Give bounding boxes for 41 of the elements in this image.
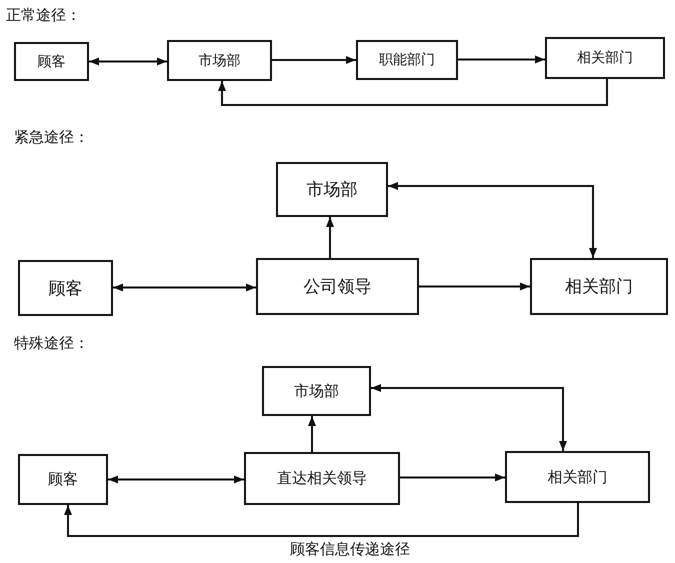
- arrow: [400, 474, 505, 482]
- box-label: 顾客: [48, 470, 78, 489]
- box-label: 直达相关领导: [277, 469, 367, 488]
- process-box: [530, 258, 668, 315]
- arrow: [113, 284, 256, 292]
- arrow: [272, 56, 356, 64]
- box-label: 公司领导: [304, 276, 372, 298]
- arrow: [458, 56, 545, 64]
- arrow: [218, 79, 608, 106]
- arrow: [419, 282, 530, 290]
- process-box: [505, 451, 650, 503]
- caption-text: 顾客信息传递途径: [290, 540, 410, 559]
- box-label: 市场部: [198, 52, 240, 70]
- box-label: 顾客: [38, 52, 66, 70]
- process-box: [356, 40, 458, 80]
- process-box: [167, 40, 272, 81]
- box-label: 顾客: [48, 278, 82, 300]
- box-label: 职能部门: [379, 51, 435, 69]
- process-box: [262, 366, 371, 416]
- process-box: [276, 162, 388, 217]
- box-label: 相关部门: [577, 49, 633, 67]
- process-box: [18, 260, 113, 316]
- section-heading: 特殊途径：: [14, 334, 89, 353]
- process-box: [14, 42, 89, 81]
- arrow: [108, 476, 244, 484]
- section-heading: 正常途径：: [6, 6, 81, 25]
- process-box: [545, 37, 665, 79]
- process-box: [18, 454, 108, 505]
- box-label: 市场部: [294, 382, 339, 400]
- section-heading: 紧急途径：: [14, 128, 89, 147]
- arrow: [371, 384, 567, 451]
- arrow: [308, 416, 316, 452]
- arrow: [326, 217, 334, 258]
- box-label: 相关部门: [565, 276, 633, 298]
- arrow: [64, 503, 579, 537]
- process-box: [244, 452, 400, 505]
- box-label: 相关部门: [548, 468, 608, 486]
- process-box: [256, 258, 419, 315]
- arrow: [388, 182, 597, 258]
- box-label: 市场部: [306, 179, 358, 201]
- arrow: [89, 58, 167, 66]
